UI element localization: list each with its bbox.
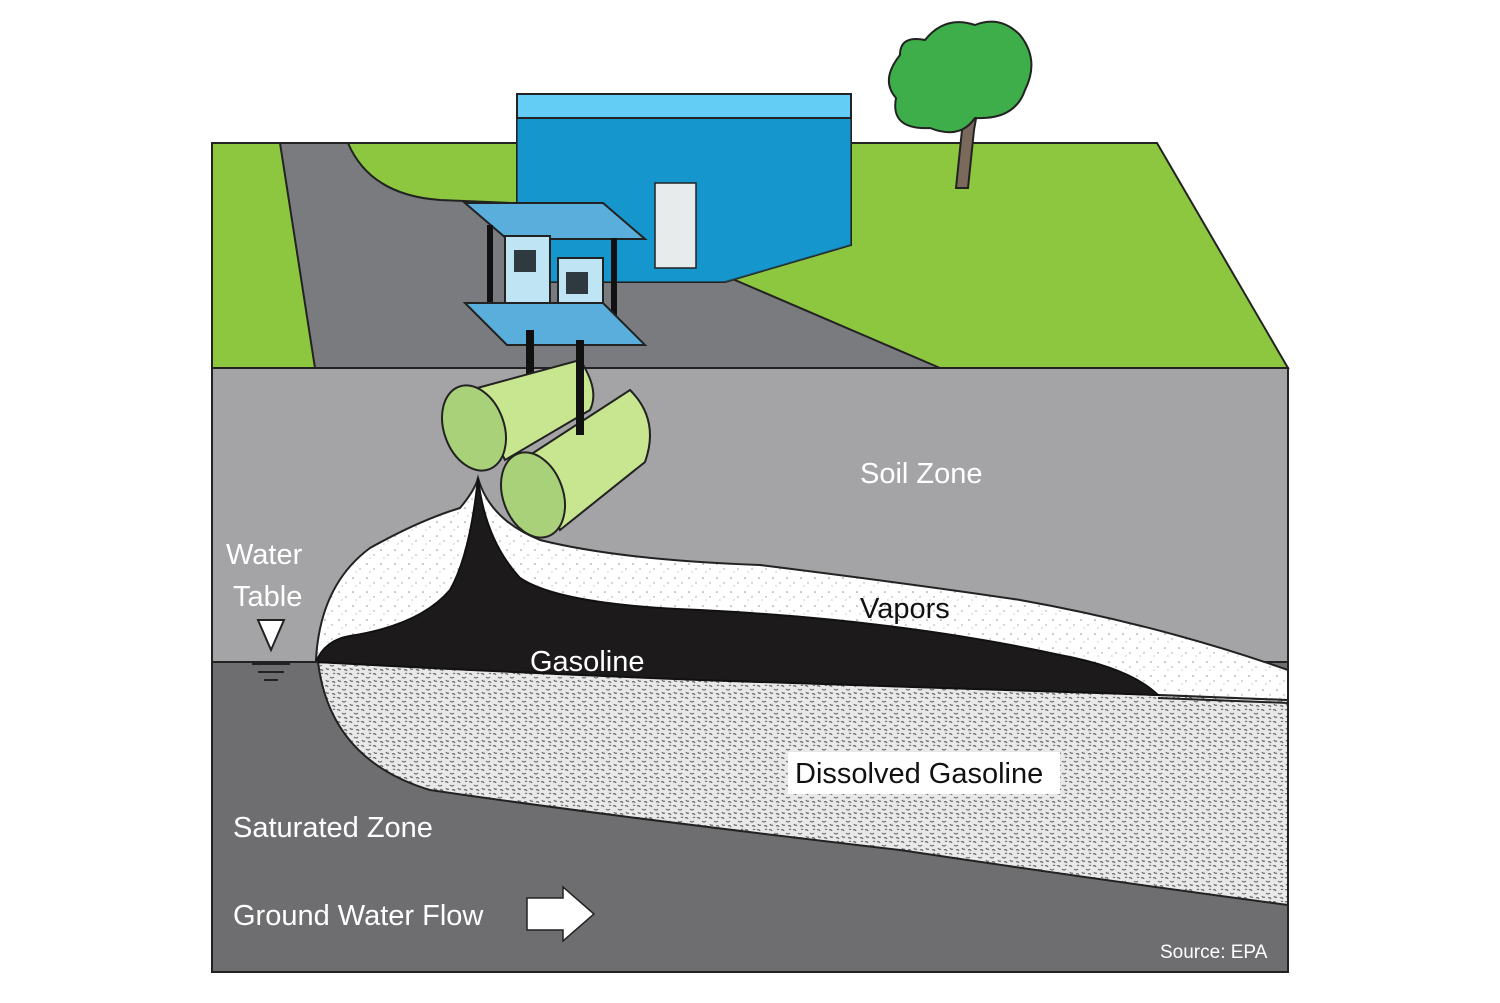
soil-zone-label: Soil Zone [860, 458, 983, 490]
building-door [654, 182, 697, 269]
water-table-label-line2: Table [233, 581, 302, 613]
flow-arrow-icon [526, 885, 596, 943]
gas-pump-station [462, 202, 648, 346]
storage-tank-right [500, 340, 651, 539]
tree-icon [888, 20, 1033, 189]
gasoline-label: Gasoline [530, 646, 644, 678]
gasoline-plume [314, 477, 1161, 697]
dissolved-gasoline-label: Dissolved Gasoline [795, 758, 1043, 790]
ground-water-flow-label: Ground Water Flow [233, 900, 484, 932]
vapors-label: Vapors [860, 593, 950, 625]
building [516, 93, 852, 283]
saturated-zone-label: Saturated Zone [233, 812, 433, 844]
storage-tank-left [441, 330, 595, 472]
source-label: Source: EPA [1160, 942, 1268, 963]
water-table-label-line1: Water [226, 539, 303, 571]
water-table-icon [252, 619, 290, 681]
